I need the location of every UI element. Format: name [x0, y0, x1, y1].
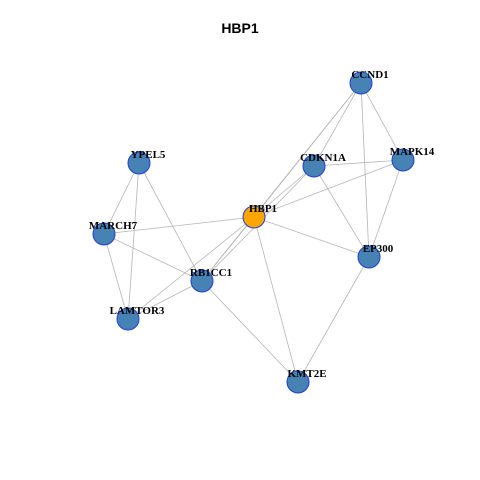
node-circle	[302, 154, 326, 178]
node-circle	[357, 245, 381, 269]
node-circle	[116, 307, 140, 331]
edge-hbp1-kmt2e	[253, 216, 299, 383]
node-mapk14: MAPK14	[390, 146, 435, 172]
node-ypel5: YPEL5	[127, 149, 166, 175]
node-label: MAPK14	[390, 146, 435, 158]
node-circle	[190, 269, 214, 293]
diagram-title: HBP1	[221, 20, 259, 36]
node-label: MARCH7	[89, 220, 138, 232]
edge-ypel5-rb1cc1	[138, 162, 203, 282]
edge-rb1cc1-lamtor3	[127, 280, 203, 320]
node-rb1cc1: RB1CC1	[190, 267, 232, 293]
edge-hbp1-cdkn1a	[253, 165, 315, 218]
node-circle	[391, 148, 415, 172]
edge-layer	[103, 82, 404, 383]
node-circle	[242, 205, 266, 229]
edge-ypel5-lamtor3	[127, 162, 140, 320]
edge-ep300-kmt2e	[297, 256, 370, 383]
node-hbp1: HBP1	[242, 203, 277, 229]
node-kmt2e: KMT2E	[286, 368, 327, 394]
node-circle	[92, 222, 116, 246]
edge-ccnd1-mapk14	[360, 82, 404, 161]
edge-hbp1-ep300	[253, 216, 370, 258]
edge-ccnd1-rb1cc1	[201, 82, 362, 282]
node-circle	[349, 71, 373, 95]
node-circle	[127, 151, 151, 175]
edge-cdkn1a-ep300	[313, 165, 370, 258]
node-label: CDKN1A	[300, 152, 346, 164]
edge-hbp1-march7	[103, 216, 255, 235]
edge-ypel5-march7	[103, 162, 140, 235]
node-lamtor3: LAMTOR3	[110, 305, 165, 331]
edge-march7-rb1cc1	[103, 233, 203, 282]
node-label: EP300	[363, 243, 394, 255]
edge-rb1cc1-kmt2e	[201, 280, 299, 383]
edge-ccnd1-ep300	[360, 82, 370, 258]
node-ccnd1: CCND1	[349, 69, 389, 95]
edge-mapk14-ep300	[368, 159, 404, 258]
node-ep300: EP300	[357, 243, 394, 269]
edge-ccnd1-cdkn1a	[313, 82, 362, 167]
edge-hbp1-mapk14	[253, 159, 404, 218]
node-label: LAMTOR3	[110, 305, 165, 317]
node-cdkn1a: CDKN1A	[300, 152, 346, 178]
node-label: YPEL5	[131, 149, 166, 161]
node-label: CCND1	[351, 69, 388, 81]
edge-mapk14-cdkn1a	[313, 159, 404, 167]
node-circle	[286, 370, 310, 394]
node-march7: MARCH7	[89, 220, 138, 246]
edge-hbp1-lamtor3	[127, 216, 255, 320]
node-label: RB1CC1	[190, 267, 232, 279]
node-label: HBP1	[249, 203, 277, 215]
edge-march7-lamtor3	[103, 233, 129, 320]
node-label: KMT2E	[287, 368, 326, 380]
